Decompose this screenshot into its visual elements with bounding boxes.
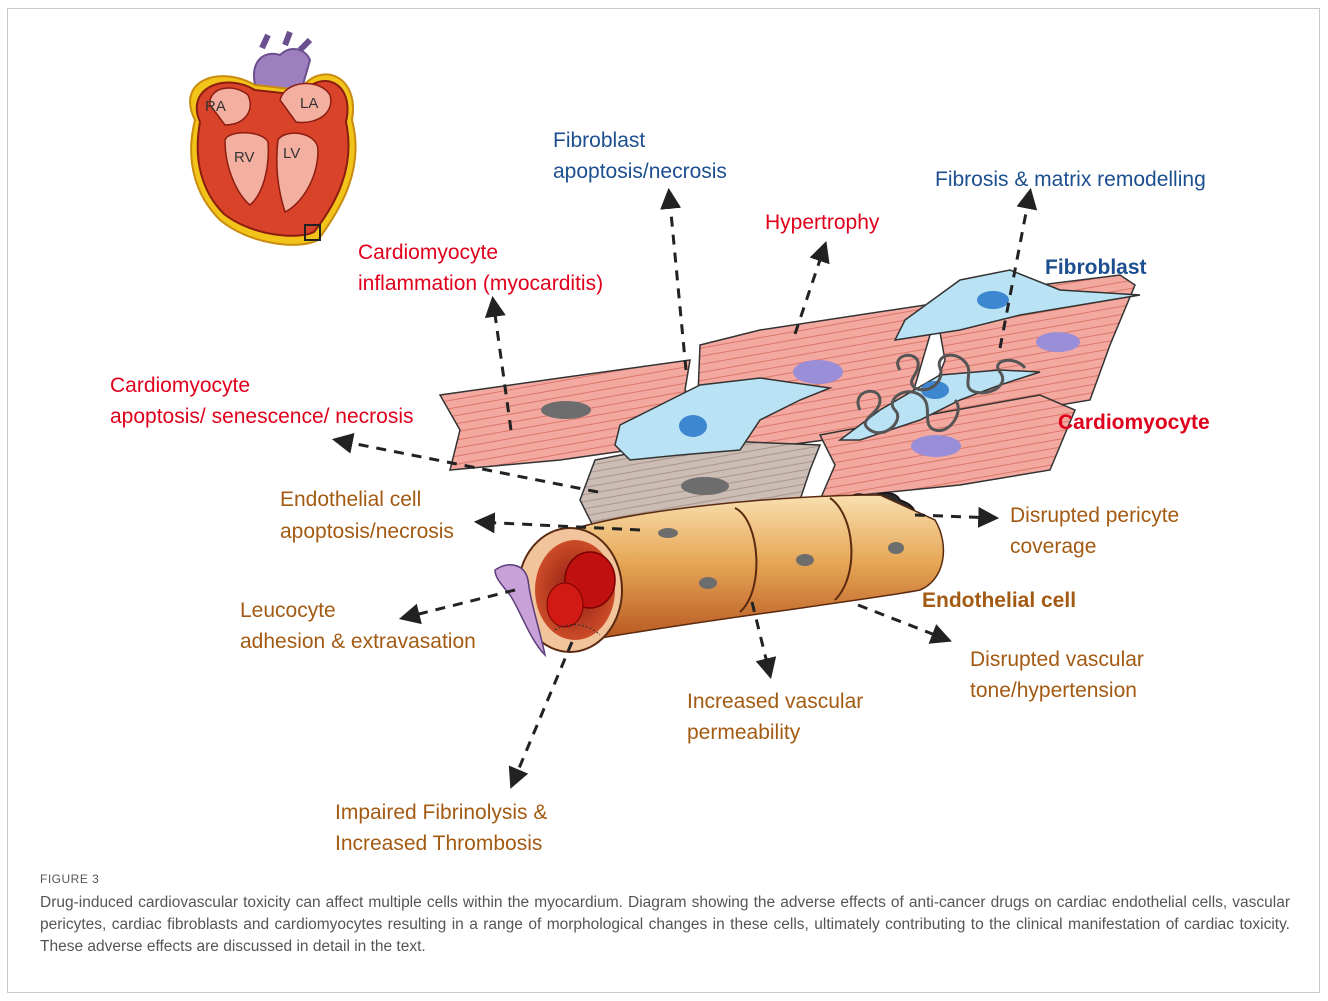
diagram-canvas: RA LA RV LV [0,0,1328,870]
label-permeability-line1: Increased vascular [687,690,863,713]
label-fibroblast-apoptosis-line2: apoptosis/necrosis [553,160,727,183]
label-cm-inflammation-line1: Cardiomyocyte [358,241,498,264]
label-cm-apoptosis-line2: apoptosis/ senescence/ necrosis [110,405,414,428]
label-fibroblast-apoptosis-line1: Fibroblast [553,129,645,152]
figure-caption: FIGURE 3 Drug-induced cardiovascular tox… [40,872,1290,958]
label-fibrosis: Fibrosis & matrix remodelling [935,168,1206,191]
label-thrombosis-line2: Increased Thrombosis [335,832,542,855]
label-permeability-line2: permeability [687,721,801,744]
cell-type-fibroblast: Fibroblast [1045,256,1147,279]
label-pericyte-line1: Disrupted pericyte [1010,504,1179,527]
label-ec-apoptosis-line2: apoptosis/necrosis [280,520,454,543]
label-pericyte-line2: coverage [1010,535,1096,558]
caption-title: FIGURE 3 [40,872,1290,886]
label-cm-apoptosis-line1: Cardiomyocyte [110,374,250,397]
heart-label-lv: LV [283,145,300,162]
label-leucocyte-line2: adhesion & extravasation [240,630,476,653]
label-vascular-tone-line1: Disrupted vascular [970,648,1144,671]
label-hypertrophy: Hypertrophy [765,211,880,234]
cell-type-cardiomyocyte: Cardiomyocyte [1058,411,1210,434]
heart-icon: RA LA RV LV [174,32,364,255]
label-cm-inflammation-line2: inflammation (myocarditis) [358,272,603,295]
label-leucocyte-line1: Leucocyte [240,599,336,622]
heart-label-ra: RA [205,98,226,115]
label-vascular-tone-line2: tone/hypertension [970,679,1137,702]
caption-text: Drug-induced cardiovascular toxicity can… [40,892,1290,958]
label-thrombosis-line1: Impaired Fibrinolysis & [335,801,547,824]
heart-label-la: LA [300,95,318,112]
heart-label-rv: RV [234,149,255,166]
label-ec-apoptosis-line1: Endothelial cell [280,488,421,511]
blood-vessel [495,495,943,655]
cell-type-endothelial: Endothelial cell [922,589,1076,612]
